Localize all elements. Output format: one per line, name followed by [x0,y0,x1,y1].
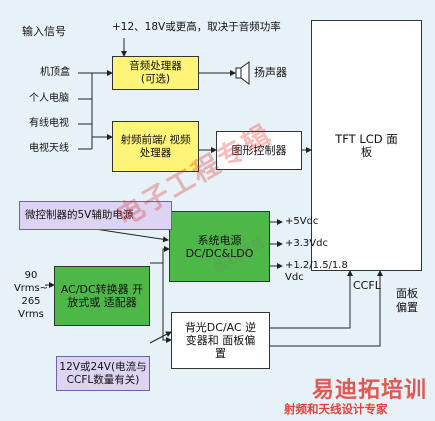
power-note-label: +12、18V或更高，取决于音频功率 [112,21,281,33]
pc-label: 个人电脑 [29,93,69,104]
ccfl-label: CCFL [353,279,381,292]
acdc-converter-block: AC/DC转换器 开放式或 适配器 [54,266,150,326]
rf-frontend-block: 射频前端/ 视频处理器 [112,121,199,172]
rf-frontend-label: 射频前端/ 视频处理器 [120,133,191,159]
supply-12-24-callout: 12V或24V(电流与 CCFL数量有关) [56,356,150,391]
brand-watermark-sub: 射频和天线设计专家 [284,402,388,416]
mcu-aux-power-callout: 微控制器的5V辅助电源 [19,201,172,230]
graphics-controller-label: 图形控制器 [231,144,287,157]
tv-antenna-label: 电视天线 [29,143,69,154]
supply-12-24-label: 12V或24V(电流与 CCFL数量有关) [59,360,147,386]
tft-panel-label: TFT LCD 面板 [335,131,398,159]
mcu-aux-power-label: 微控制器的5V辅助电源 [25,209,134,221]
system-power-block: 系统电源 DC/DC&LDO [169,211,270,282]
input-signal-label: 输入信号 [22,25,66,38]
speaker-icon [235,61,250,85]
system-power-label: 系统电源 DC/DC&LDO [185,233,254,260]
backlight-label: 背光DC/AC 逆变器和 面板偏置 [184,321,257,360]
input-voltage-label: 90 Vrms~ 265 Vrms [13,270,49,320]
speaker-label: 扬声器 [254,66,287,79]
v-multi-label: +1.2/1.5/1.8 Vdc [285,260,348,283]
audio-processor-block: 音频处理器 (可选) [112,56,199,90]
graphics-controller-block: 图形控制器 [216,131,302,170]
panel-bias-label: 面板偏置 [396,287,418,314]
v5-label: +5Vdc [285,216,319,227]
acdc-converter-label: AC/DC转换器 开放式或 适配器 [60,283,144,309]
backlight-block: 背光DC/AC 逆变器和 面板偏置 [171,312,270,369]
tft-panel-block: TFT LCD 面板 [311,20,422,271]
brand-watermark: 易迪拓培训 [312,378,428,403]
set-top-box-label: 机顶盒 [40,67,70,78]
cable-tv-label: 有线电视 [29,118,69,129]
v33-label: +3.3Vdc [285,238,328,249]
audio-processor-label: 音频处理器 (可选) [129,60,182,85]
